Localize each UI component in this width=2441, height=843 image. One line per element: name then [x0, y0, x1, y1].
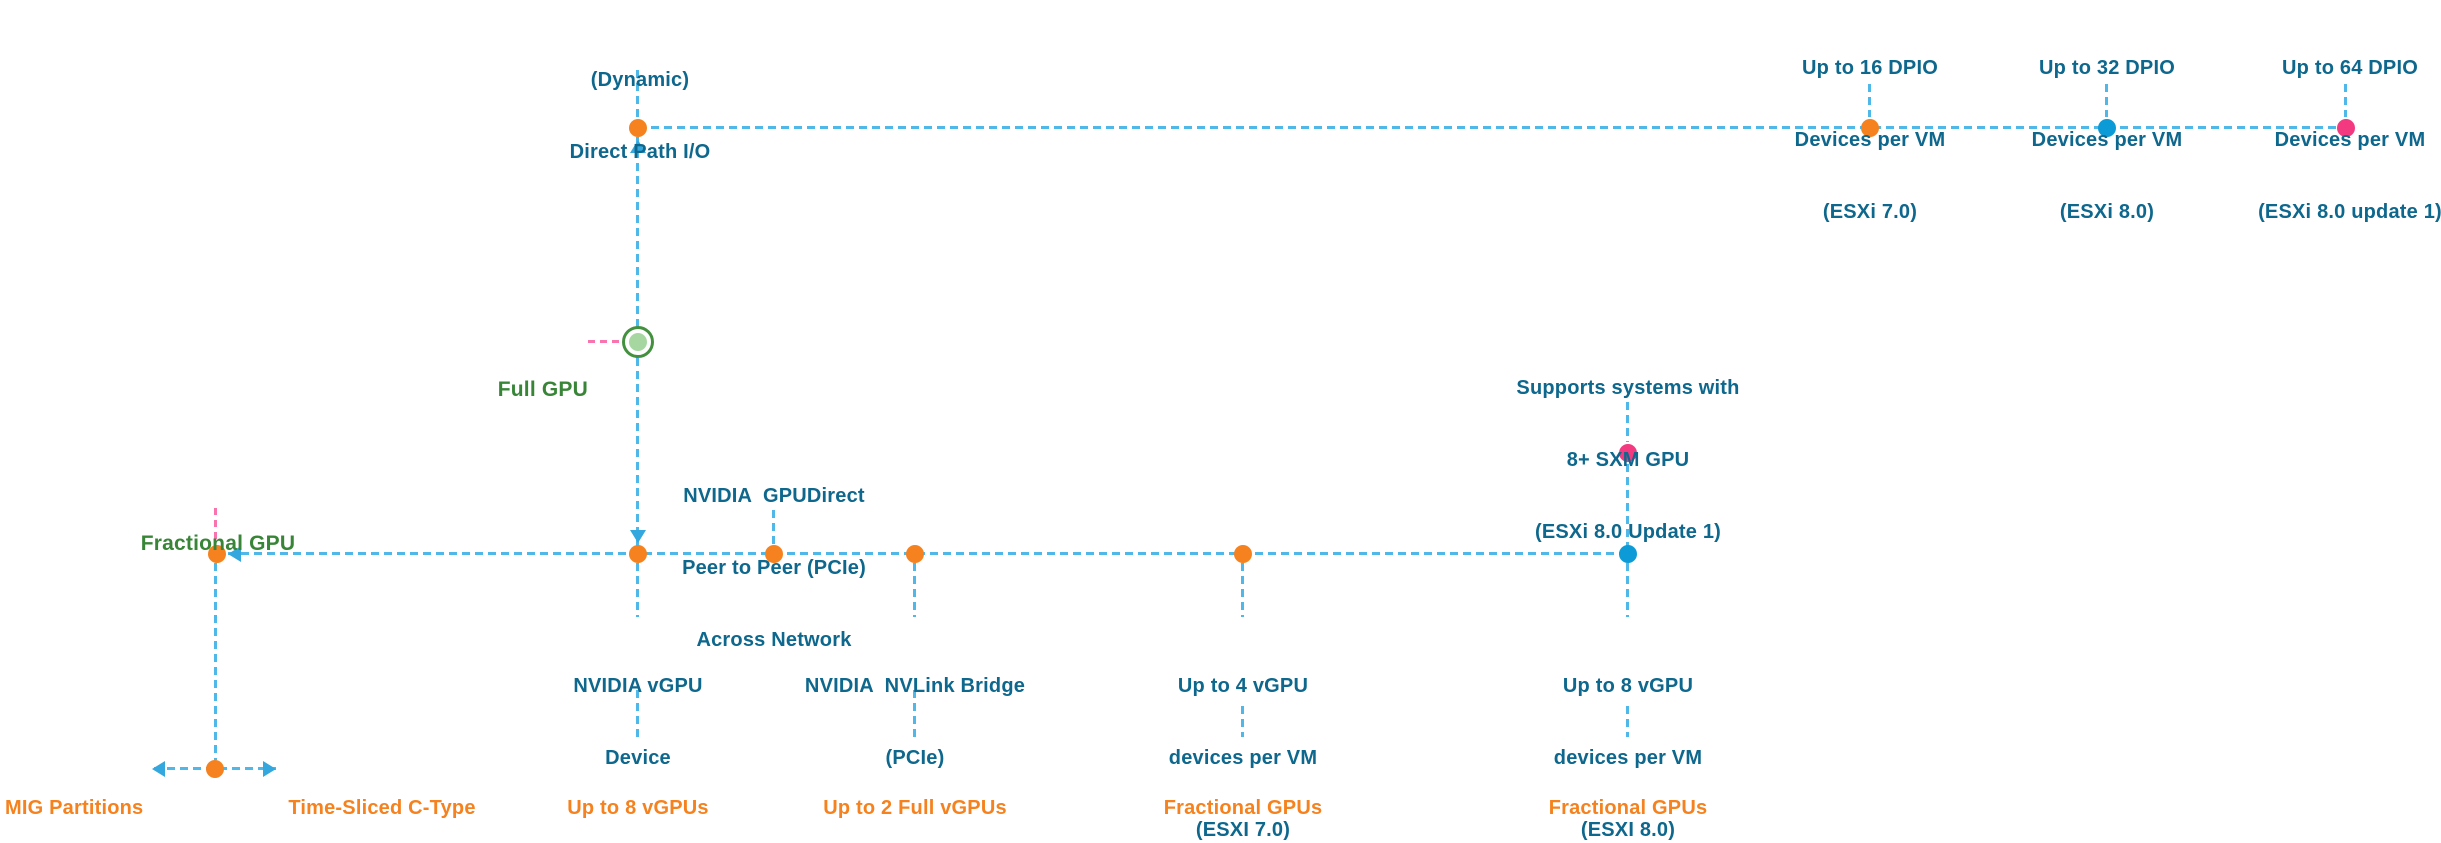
sxm-to-vgpu8-connector — [1626, 464, 1629, 546]
label-line: MIG Partitions — [5, 797, 144, 819]
label-line: (PCIe) — [885, 747, 945, 769]
vgpu-device-node — [629, 545, 647, 563]
arrow-left-to-fractional-icon — [228, 546, 241, 562]
vgpu4-detail-connector — [1241, 706, 1244, 737]
full-gpu-marker — [622, 326, 654, 358]
arrow-right-to-timesliced-icon — [263, 761, 276, 777]
vgpu-device-detail-connector — [636, 690, 639, 737]
dpio16-label-connector — [1868, 84, 1871, 117]
label-vgpu-4-per-vm: Up to 4 vGPU devices per VM (ESXI 7.0) — [1169, 626, 1317, 843]
label-line: Up to 8 vGPU — [1562, 675, 1694, 697]
label-dpio-32: Up to 32 DPIO Devices per VM (ESXi 8.0) — [2032, 8, 2183, 272]
vgpu-device-label-connector — [636, 563, 639, 617]
fractional-to-mig-connector — [214, 563, 217, 760]
vgpu-horizontal-line — [228, 552, 1628, 555]
label-line: devices per VM — [1553, 747, 1703, 769]
label-dpio-64: Up to 64 DPIO Devices per VM (ESXi 8.0 u… — [2258, 8, 2441, 272]
dpio64-label-connector — [2344, 84, 2347, 117]
label-line: Across Network — [696, 629, 852, 651]
label-vgpu-8-per-vm: Up to 8 vGPU devices per VM (ESXI 8.0) — [1554, 626, 1702, 843]
label-line: Up to 32 DPIO — [2039, 57, 2175, 79]
arrow-left-to-mig-icon — [152, 761, 165, 777]
label-line: Device — [605, 747, 671, 769]
label-2-full-vgpus-bridge: Up to 2 Full vGPUs Connected over Physic… — [823, 746, 1007, 843]
label-fractional-gpu: Fractional GPU — [141, 484, 296, 604]
vgpu-8-node — [1619, 545, 1637, 563]
label-line: (ESXI 7.0) — [1195, 819, 1291, 841]
label-line: Up to 4 vGPU — [1177, 675, 1309, 697]
arrow-up-to-dpio-icon — [630, 140, 646, 153]
label-fractional-per-gpu-esxi8: Fractional GPUs possible per GPU Device — [1543, 746, 1713, 843]
full-gpu-marker-dot — [629, 333, 647, 351]
arrow-down-to-vgpu-icon — [630, 530, 646, 543]
label-fractional-per-gpu-esxi7: Fractional GPUs possible per GPU Device — [1158, 746, 1328, 843]
sxm-label-connector — [1626, 402, 1629, 442]
label-line: Up to 64 DPIO — [2282, 57, 2418, 79]
fractional-gpu-label-connector — [214, 508, 217, 543]
label-line: Full GPU — [497, 378, 588, 401]
label-line: Up to 2 Full vGPUs — [823, 797, 1007, 819]
dpio-32-node — [2098, 119, 2116, 137]
label-line: Time-Sliced C-Type — [288, 797, 476, 819]
label-line: Direct Path I/O — [569, 141, 711, 163]
mig-junction-node — [206, 760, 224, 778]
label-line: NVIDIA NVLink Bridge — [804, 675, 1026, 697]
label-line: Fractional GPUs — [1163, 797, 1323, 819]
label-dpio-16: Up to 16 DPIO Devices per VM (ESXi 7.0) — [1795, 8, 1946, 272]
dpio-64-node — [2337, 119, 2355, 137]
label-sxm-support: Supports systems with 8+ SXM GPU (ESXi 8… — [1516, 328, 1739, 592]
nvlink-label-connector — [913, 563, 916, 617]
gpudirect-label-connector — [772, 510, 775, 544]
label-line: devices per VM — [1168, 747, 1318, 769]
sxm-node — [1619, 444, 1637, 462]
label-line: Devices per VM — [2274, 129, 2426, 151]
label-line: NVIDIA vGPU — [573, 675, 703, 697]
label-line: Fractional GPU — [140, 532, 296, 555]
label-full-gpu: Full GPU — [498, 330, 588, 450]
label-nvlink-bridge: NVIDIA NVLink Bridge (PCIe) — [805, 626, 1025, 818]
vgpu-4-node — [1234, 545, 1252, 563]
fractional-gpu-node — [208, 545, 226, 563]
label-time-sliced: Time-Sliced C-Type 1/20 - Full GPU (Devi… — [288, 746, 476, 843]
label-mig-partitions: MIG Partitions 1/7 - Full GPU — [5, 746, 143, 843]
label-line: (Dynamic) — [590, 69, 690, 91]
gpudirect-node — [765, 545, 783, 563]
label-line: NVIDIA GPUDirect — [683, 485, 865, 507]
label-line: Peer to Peer (PCIe) — [682, 557, 866, 579]
label-line: (ESXI 8.0) — [1580, 819, 1676, 841]
label-line: Devices per VM — [2031, 129, 2183, 151]
vgpu8-detail-connector — [1626, 706, 1629, 737]
nvlink-node — [906, 545, 924, 563]
label-gpudirect-p2p: NVIDIA GPUDirect Peer to Peer (PCIe) Acr… — [682, 436, 866, 700]
vgpu8-label-connector — [1626, 563, 1629, 617]
label-line: Devices per VM — [1794, 129, 1946, 151]
label-up-to-8-vgpus: Up to 8 vGPUs Devices — [567, 746, 709, 843]
label-line: Supports systems with — [1516, 377, 1740, 399]
label-nvidia-vgpu-device: NVIDIA vGPU Device — [573, 626, 702, 818]
dynamic-dpio-label-connector — [636, 70, 639, 118]
dpio-16-node — [1861, 119, 1879, 137]
label-line: (ESXi 8.0) — [2059, 201, 2155, 223]
label-line: (ESXi 8.0 Update 1) — [1534, 521, 1722, 543]
label-line: (ESXi 7.0) — [1822, 201, 1918, 223]
label-line: Up to 16 DPIO — [1802, 57, 1938, 79]
full-gpu-label-connector — [588, 340, 622, 343]
dpio-horizontal-line — [638, 126, 2347, 129]
dynamic-dpio-node — [629, 119, 647, 137]
dpio32-label-connector — [2105, 84, 2108, 117]
label-line: 8+ SXM GPU — [1566, 449, 1690, 471]
label-line: Fractional GPUs — [1548, 797, 1708, 819]
nvlink-detail-connector — [913, 690, 916, 737]
vgpu4-label-connector — [1241, 563, 1244, 617]
label-line: (ESXi 8.0 update 1) — [2258, 201, 2441, 223]
label-dynamic-direct-path: (Dynamic) Direct Path I/O — [570, 20, 711, 212]
label-line: Up to 8 vGPUs — [567, 797, 709, 819]
